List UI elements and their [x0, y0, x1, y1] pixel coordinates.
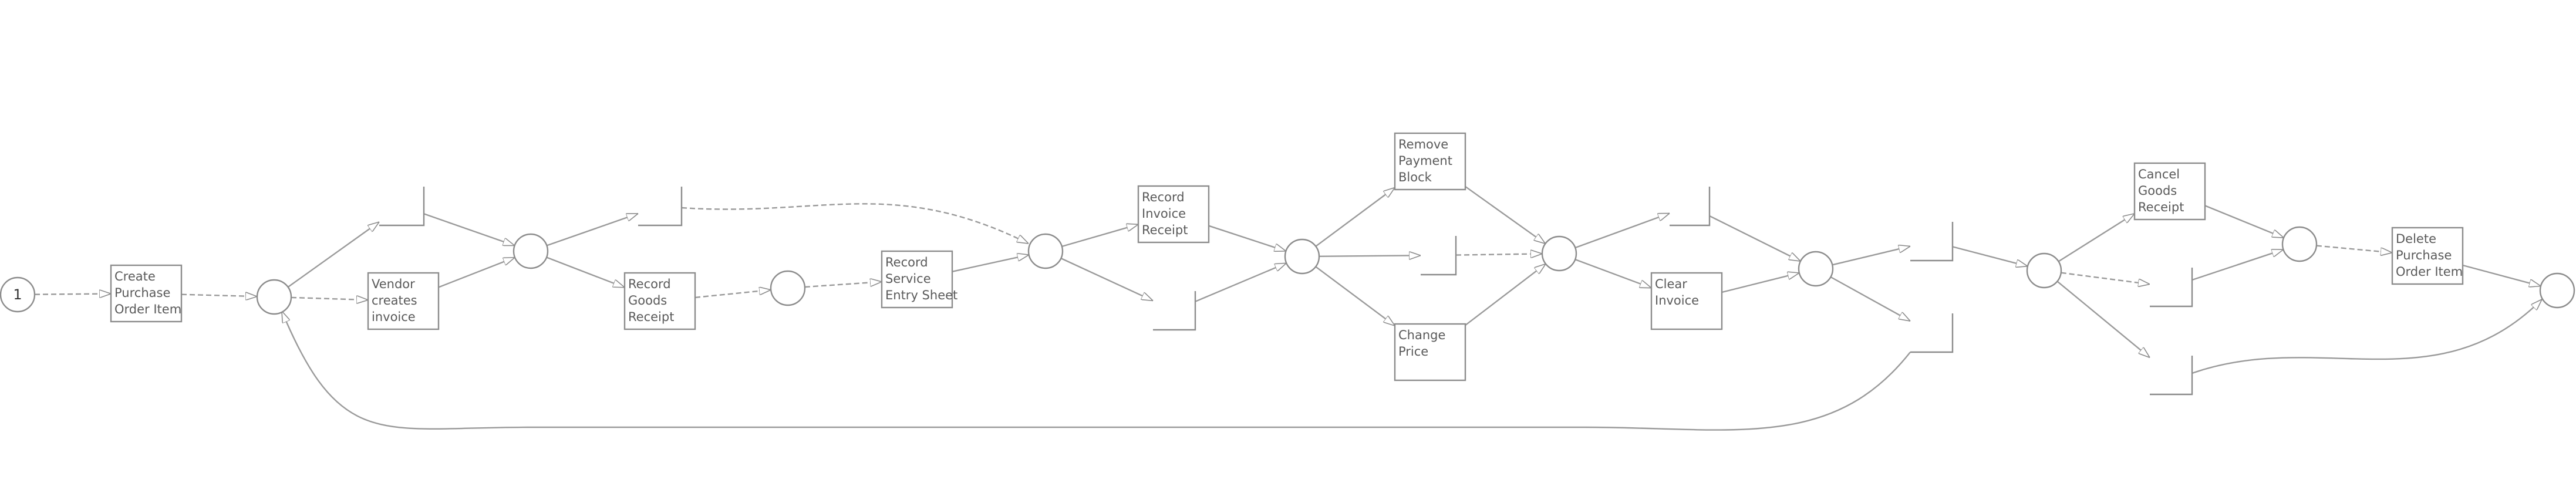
place-p10 [2281, 226, 2318, 262]
transition-t4 [881, 250, 953, 309]
start-place-token: 1 [13, 286, 22, 303]
place-p8 [1798, 251, 1834, 287]
transition-t8 [1650, 272, 1723, 330]
place-p1 [0, 276, 36, 313]
arc-p7-s5 [1574, 212, 1670, 249]
arc-t5-p6 [1208, 225, 1286, 251]
transition-t6 [1394, 132, 1466, 191]
arc-p2-s1 [287, 222, 379, 288]
arc-t7-p7 [1465, 264, 1546, 326]
transition-t1 [110, 264, 183, 323]
transition-t10 [2391, 227, 2464, 285]
arc-t8-p8 [1721, 273, 1799, 293]
silent-transition-s5 [1670, 187, 1711, 227]
arc-p10-t10 [2316, 245, 2392, 253]
arc-p2-t2 [291, 298, 368, 300]
silent-transition-s9 [2150, 356, 2193, 396]
place-p9 [2026, 252, 2062, 289]
transition-t2 [367, 272, 440, 330]
arc-p8-s6 [1832, 246, 1910, 266]
arc-s8-p10 [2191, 249, 2284, 281]
silent-transition-s6 [1910, 222, 1954, 262]
arc-p6-t6 [1315, 188, 1395, 247]
arc-s6-p9 [1952, 246, 2028, 266]
arcs [34, 185, 2542, 431]
arc-s1-p3 [423, 213, 515, 246]
arc-p9-s9 [2056, 281, 2150, 357]
arc-p1-t1 [34, 294, 111, 295]
place-p7 [1541, 235, 1577, 272]
transition-t3 [623, 272, 696, 330]
transition-t5 [1137, 185, 1210, 244]
arc-t3-p4 [694, 290, 771, 299]
arc-p4-t4 [804, 282, 882, 288]
arc-p5-s3 [1060, 258, 1153, 302]
arc-s2-p5 [681, 203, 1029, 245]
arc-t9-p10 [2204, 205, 2284, 239]
arc-t4-p5 [952, 255, 1029, 272]
arc-p7-t8 [1574, 258, 1651, 289]
arc-p9-t9 [2058, 214, 2135, 262]
arc-t2-p3 [438, 256, 515, 288]
arc-t6-p7 [1465, 185, 1545, 244]
place-p4 [770, 270, 806, 306]
transition-t7 [1394, 323, 1466, 381]
arc-t10-p11 [2462, 264, 2541, 286]
silent-transition-s7 [1910, 313, 1954, 353]
arc-s9-p11 [2191, 299, 2542, 374]
arc-s7-p2-loop [281, 311, 1911, 431]
place-p3 [512, 233, 549, 269]
arc-p5-t5 [1061, 224, 1138, 248]
silent-transition-s4 [1421, 236, 1457, 276]
place-p11 [2539, 272, 2575, 309]
arc-p6-s4 [1319, 255, 1421, 256]
arc-t1-p2 [181, 295, 257, 297]
arc-p3-s2 [547, 212, 638, 246]
arc-s3-p6 [1195, 262, 1286, 302]
transition-t9 [2133, 162, 2206, 221]
arc-p6-t7 [1315, 266, 1395, 326]
arc-s5-p8 [1709, 215, 1800, 261]
arc-p8-s7 [1830, 276, 1910, 321]
silent-transition-s1 [379, 187, 425, 227]
arc-p9-s8 [2061, 272, 2150, 285]
place-p5 [1027, 233, 1064, 269]
silent-transition-s2 [638, 187, 683, 227]
place-p2 [256, 279, 292, 315]
silent-transition-s8 [2150, 268, 2193, 308]
silent-transition-s3 [1153, 291, 1196, 331]
place-p6 [1284, 238, 1320, 275]
arc-s4-p7 [1455, 254, 1542, 255]
arc-p3-t3 [546, 256, 625, 288]
